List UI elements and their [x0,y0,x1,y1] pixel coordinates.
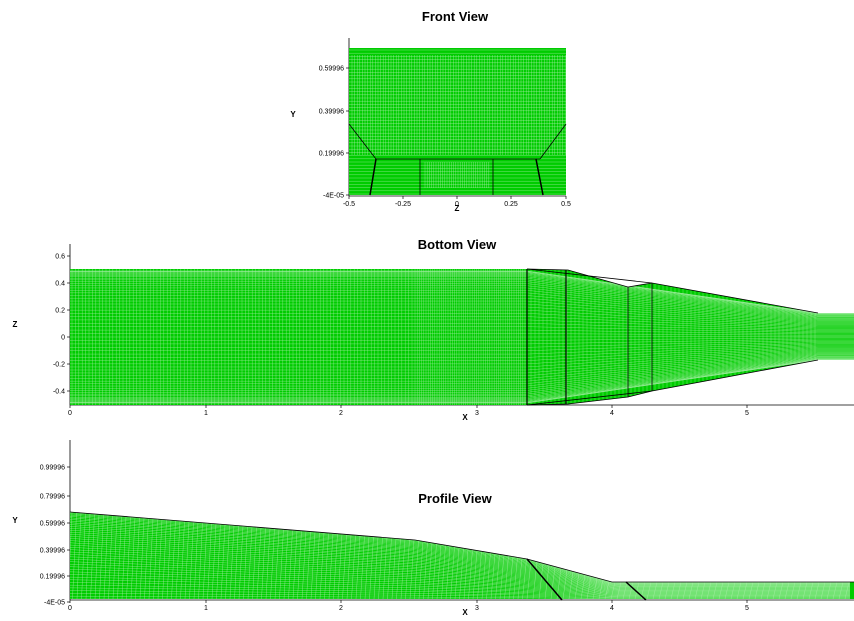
profile-y-label: Y [12,516,18,525]
profile-x-tick-label: 4 [610,605,614,612]
front-x-label: Z [455,204,460,213]
bottom-y-tick-label: 0.2 [55,308,65,315]
bottom-x-tick-label: 2 [339,410,343,417]
profile-x-tick-label: 0 [68,605,72,612]
bottom-x-tick-label: 1 [204,410,208,417]
front-x-tick-label: -0.5 [343,201,355,208]
front-y-tick-label: 0.39996 [319,109,344,116]
profile-x-tick-label: 1 [204,605,208,612]
bottom-y-tick-label: -0.2 [53,362,65,369]
front-y-label: Y [290,110,296,119]
profile-block-edges [69,511,854,601]
front-x-tick-label: -0.25 [395,201,411,208]
bottom-y-label: Z [13,320,18,329]
bottom-y-tick-label: 0.4 [55,281,65,288]
profile-x-tick-label: 2 [339,605,343,612]
front-mesh [349,48,566,195]
bottom-mesh [70,269,854,405]
bottom-y-tick-label: 0.6 [55,254,65,261]
bottom-y-tick-label: 0 [61,335,65,342]
front-view-title: Front View [422,9,489,24]
profile-x-tick-label: 5 [745,605,749,612]
profile-y-tick-label: 0.99996 [40,465,65,472]
front-block-edges [348,123,567,196]
front-x-tick-label: 0 [455,201,459,208]
profile-view-panel: Profile View 0 1 2 3 4 5 0.99996 0.79996 0.59996… [12,440,854,617]
profile-y-tick-label: 0.79996 [40,494,65,501]
bottom-x-tick-label: 5 [745,410,749,417]
bottom-x-tick-label: 4 [610,410,614,417]
front-x-tick-label: 0.25 [504,201,518,208]
profile-view-title: Profile View [418,491,492,506]
profile-y-tick-label: 0.59996 [40,521,65,528]
bottom-view-panel: Bottom View 0 1 2 3 4 5 0.6 0.4 0.2 0 -0.2 -0.4 Z X [13,237,854,422]
profile-mesh [70,512,854,599]
bottom-block-edges [526,268,819,406]
profile-y-tick-label: 0.19996 [40,574,65,581]
front-x-tick-label: 0.5 [561,201,571,208]
bottom-x-tick-label: 3 [475,410,479,417]
bottom-y-tick-label: -0.4 [53,389,65,396]
bottom-x-tick-label: 0 [68,410,72,417]
front-y-tick-label: 0.59996 [319,66,344,73]
front-view-panel: Front View -0.5 -0.25 0 0.25 0.5 0.59996 0.399… [290,9,571,213]
front-y-tick-label: 0.19996 [319,151,344,158]
profile-x-label: X [462,608,468,617]
bottom-x-label: X [462,413,468,422]
profile-y-tick-label: 0.39996 [40,548,65,555]
profile-x-tick-label: 3 [475,605,479,612]
bottom-view-title: Bottom View [418,237,497,252]
front-y-tick-label: -4E-05 [323,193,344,200]
profile-y-tick-label: -4E-05 [44,600,65,607]
